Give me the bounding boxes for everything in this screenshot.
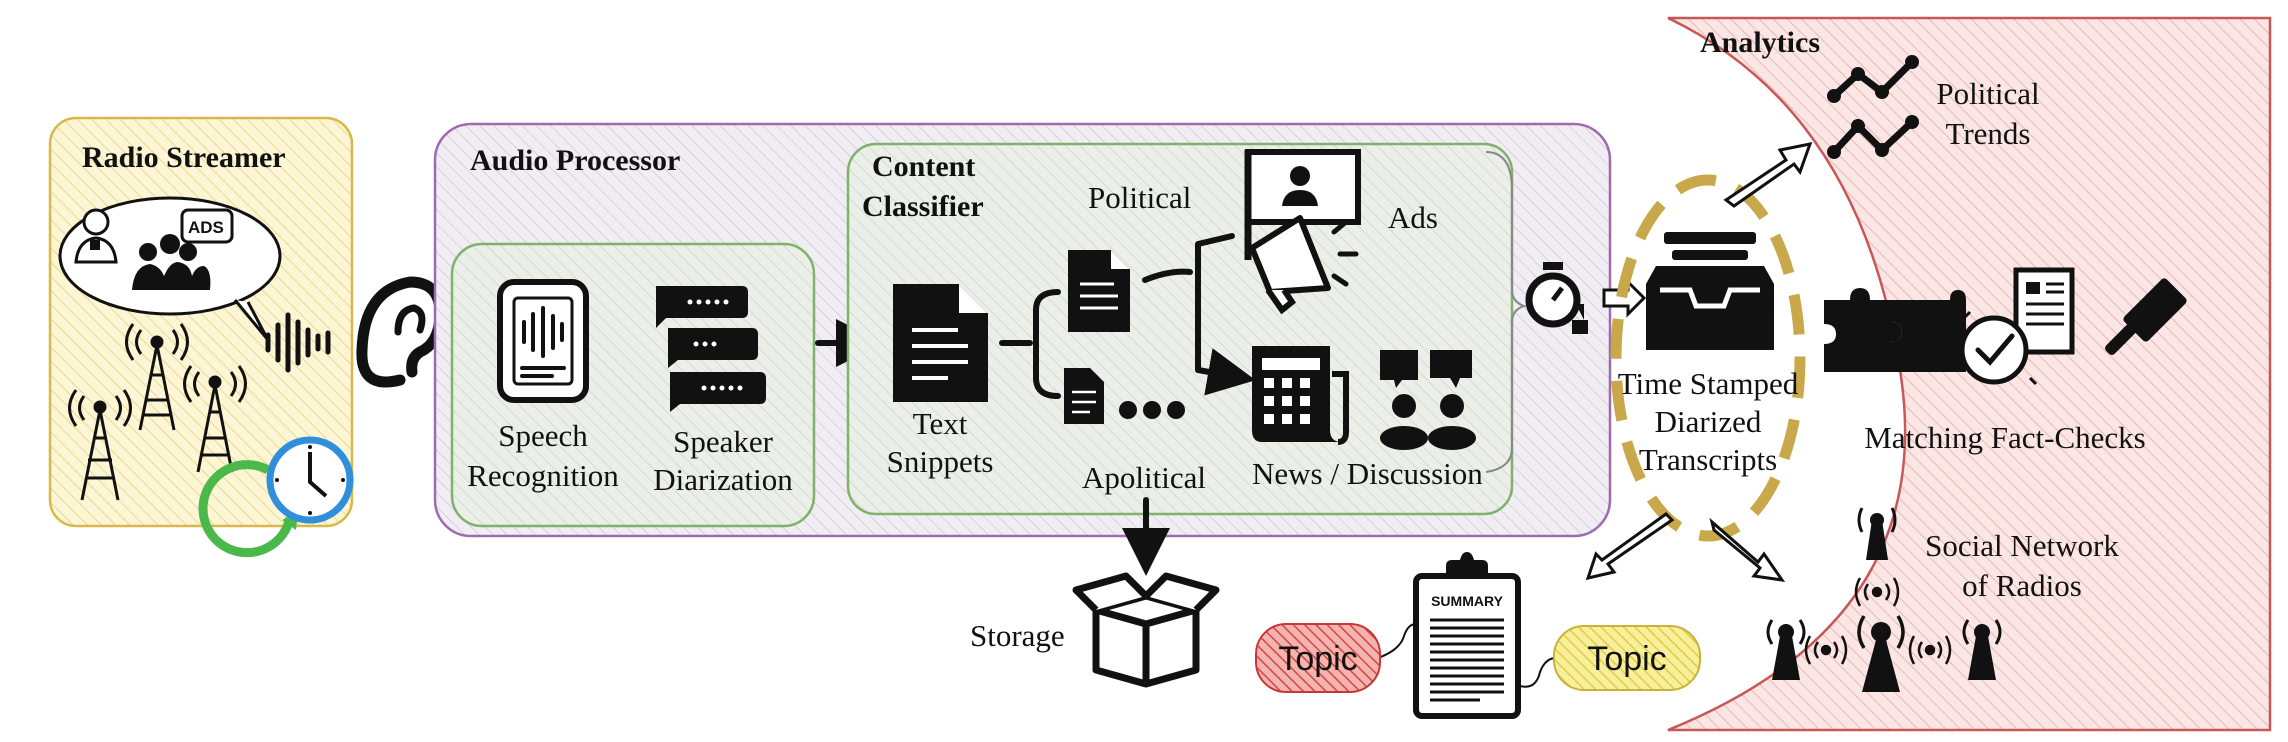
radio-tower-icon: [125, 323, 189, 431]
political-trends-label-1: Political: [1936, 76, 2039, 111]
speech-recognition-label-1: Speech: [498, 418, 588, 453]
ads-label: Ads: [1388, 200, 1438, 235]
social-radio-tower-icon: [1857, 615, 1905, 692]
discussion-icon: [1380, 350, 1476, 450]
storage-box-icon: [1072, 572, 1220, 688]
radio-tower-icon: [183, 365, 247, 473]
fact-check-icon: [1959, 267, 2075, 386]
text-snippets-label-1: Text: [913, 406, 968, 441]
ads-megaphone-icon: [1244, 149, 1361, 315]
newspaper-icon: [1252, 346, 1349, 445]
svg-text:SUMMARY: SUMMARY: [1431, 593, 1503, 609]
audio-processor-panel: Audio Processor Speech Recognition Speak…: [433, 122, 1612, 538]
clock-icon: [198, 436, 354, 558]
speaker-diarization-label-1: Speaker: [673, 424, 774, 459]
topic-connector-right: [1519, 656, 1561, 688]
signal-waves-icon: [1854, 577, 1900, 607]
transcripts-label-2: Diarized: [1655, 404, 1762, 439]
sound-wave-icon: [265, 312, 331, 373]
gavel-icon: [2105, 278, 2187, 355]
signal-waves-icon: [1804, 635, 1848, 665]
text-snippet-document-icon: [893, 284, 988, 402]
ellipsis-icon: [1119, 401, 1185, 419]
radio-streamer-title: Radio Streamer: [82, 141, 286, 174]
ads-badge: ADS: [180, 208, 234, 244]
speaker-diarization-icon: [656, 286, 766, 412]
news-discussion-label: News / Discussion: [1252, 456, 1483, 491]
political-label: Political: [1088, 180, 1191, 215]
audio-processor-title: Audio Processor: [470, 144, 680, 177]
ear-icon: [356, 276, 446, 388]
trend-chart-icon: [1827, 55, 1919, 159]
arrow-to-social-network: [1709, 517, 1786, 582]
text-snippets-label-2: Snippets: [887, 444, 994, 479]
topic-connector-left: [1377, 623, 1417, 659]
svg-text:Topic: Topic: [1587, 640, 1666, 678]
storage-label: Storage: [970, 618, 1065, 653]
political-trends-label-2: Trends: [1946, 116, 2031, 151]
puzzle-icon: [1824, 288, 1966, 372]
matching-fact-checks-label: Matching Fact-Checks: [1864, 420, 2146, 455]
svg-text:Topic: Topic: [1278, 640, 1357, 678]
topic-chip-yellow: Topic: [1553, 625, 1701, 691]
inbox-archive-icon: [1646, 232, 1774, 350]
social-network-label-1: Social Network: [1925, 528, 2119, 563]
speech-recognition-icon: [497, 279, 589, 403]
signal-waves-icon: [1908, 635, 1952, 665]
classifier-brace: [1485, 151, 1528, 473]
political-fanout-arrows: [1142, 233, 1232, 376]
analytics-panel: Analytics: [1667, 16, 2272, 732]
social-radio-tower-icon: [1766, 619, 1806, 680]
speech-recognition-label-2: Recognition: [467, 458, 619, 493]
arrow-to-political-trends: [1723, 142, 1813, 208]
content-classifier-title-2: Classifier: [862, 190, 984, 223]
arrow-to-summary: [1585, 512, 1675, 581]
social-radio-tower-icon: [1857, 507, 1897, 560]
topic-chip-red: Topic: [1255, 623, 1381, 693]
social-radio-tower-icon: [1962, 619, 2002, 680]
analytics-crescent: [1667, 16, 2272, 732]
political-document-icon: [1068, 250, 1130, 332]
audience-icon: [132, 234, 211, 290]
svg-text:ADS: ADS: [188, 218, 224, 237]
transcripts-label-3: Transcripts: [1639, 442, 1777, 477]
speaker-diarization-label-2: Diarization: [653, 462, 793, 497]
radio-streamer-panel: Radio Streamer ADS: [48, 116, 354, 558]
analytics-title: Analytics: [1700, 26, 1820, 59]
radio-host-icon: [74, 208, 118, 264]
radio-tower-icon: [68, 389, 132, 501]
apolitical-label: Apolitical: [1082, 460, 1206, 495]
transcripts-label-1: Time Stamped: [1618, 366, 1799, 401]
timer-stamp-icon: [1525, 262, 1588, 334]
content-classifier-title-1: Content: [872, 150, 975, 183]
social-network-label-2: of Radios: [1962, 568, 2082, 603]
summary-clipboard-icon: SUMMARY: [1413, 552, 1521, 719]
apolitical-document-icon: [1064, 368, 1104, 424]
transcripts-panel: Time Stamped Diarized Transcripts: [1610, 174, 1806, 542]
split-bracket: [999, 289, 1061, 399]
